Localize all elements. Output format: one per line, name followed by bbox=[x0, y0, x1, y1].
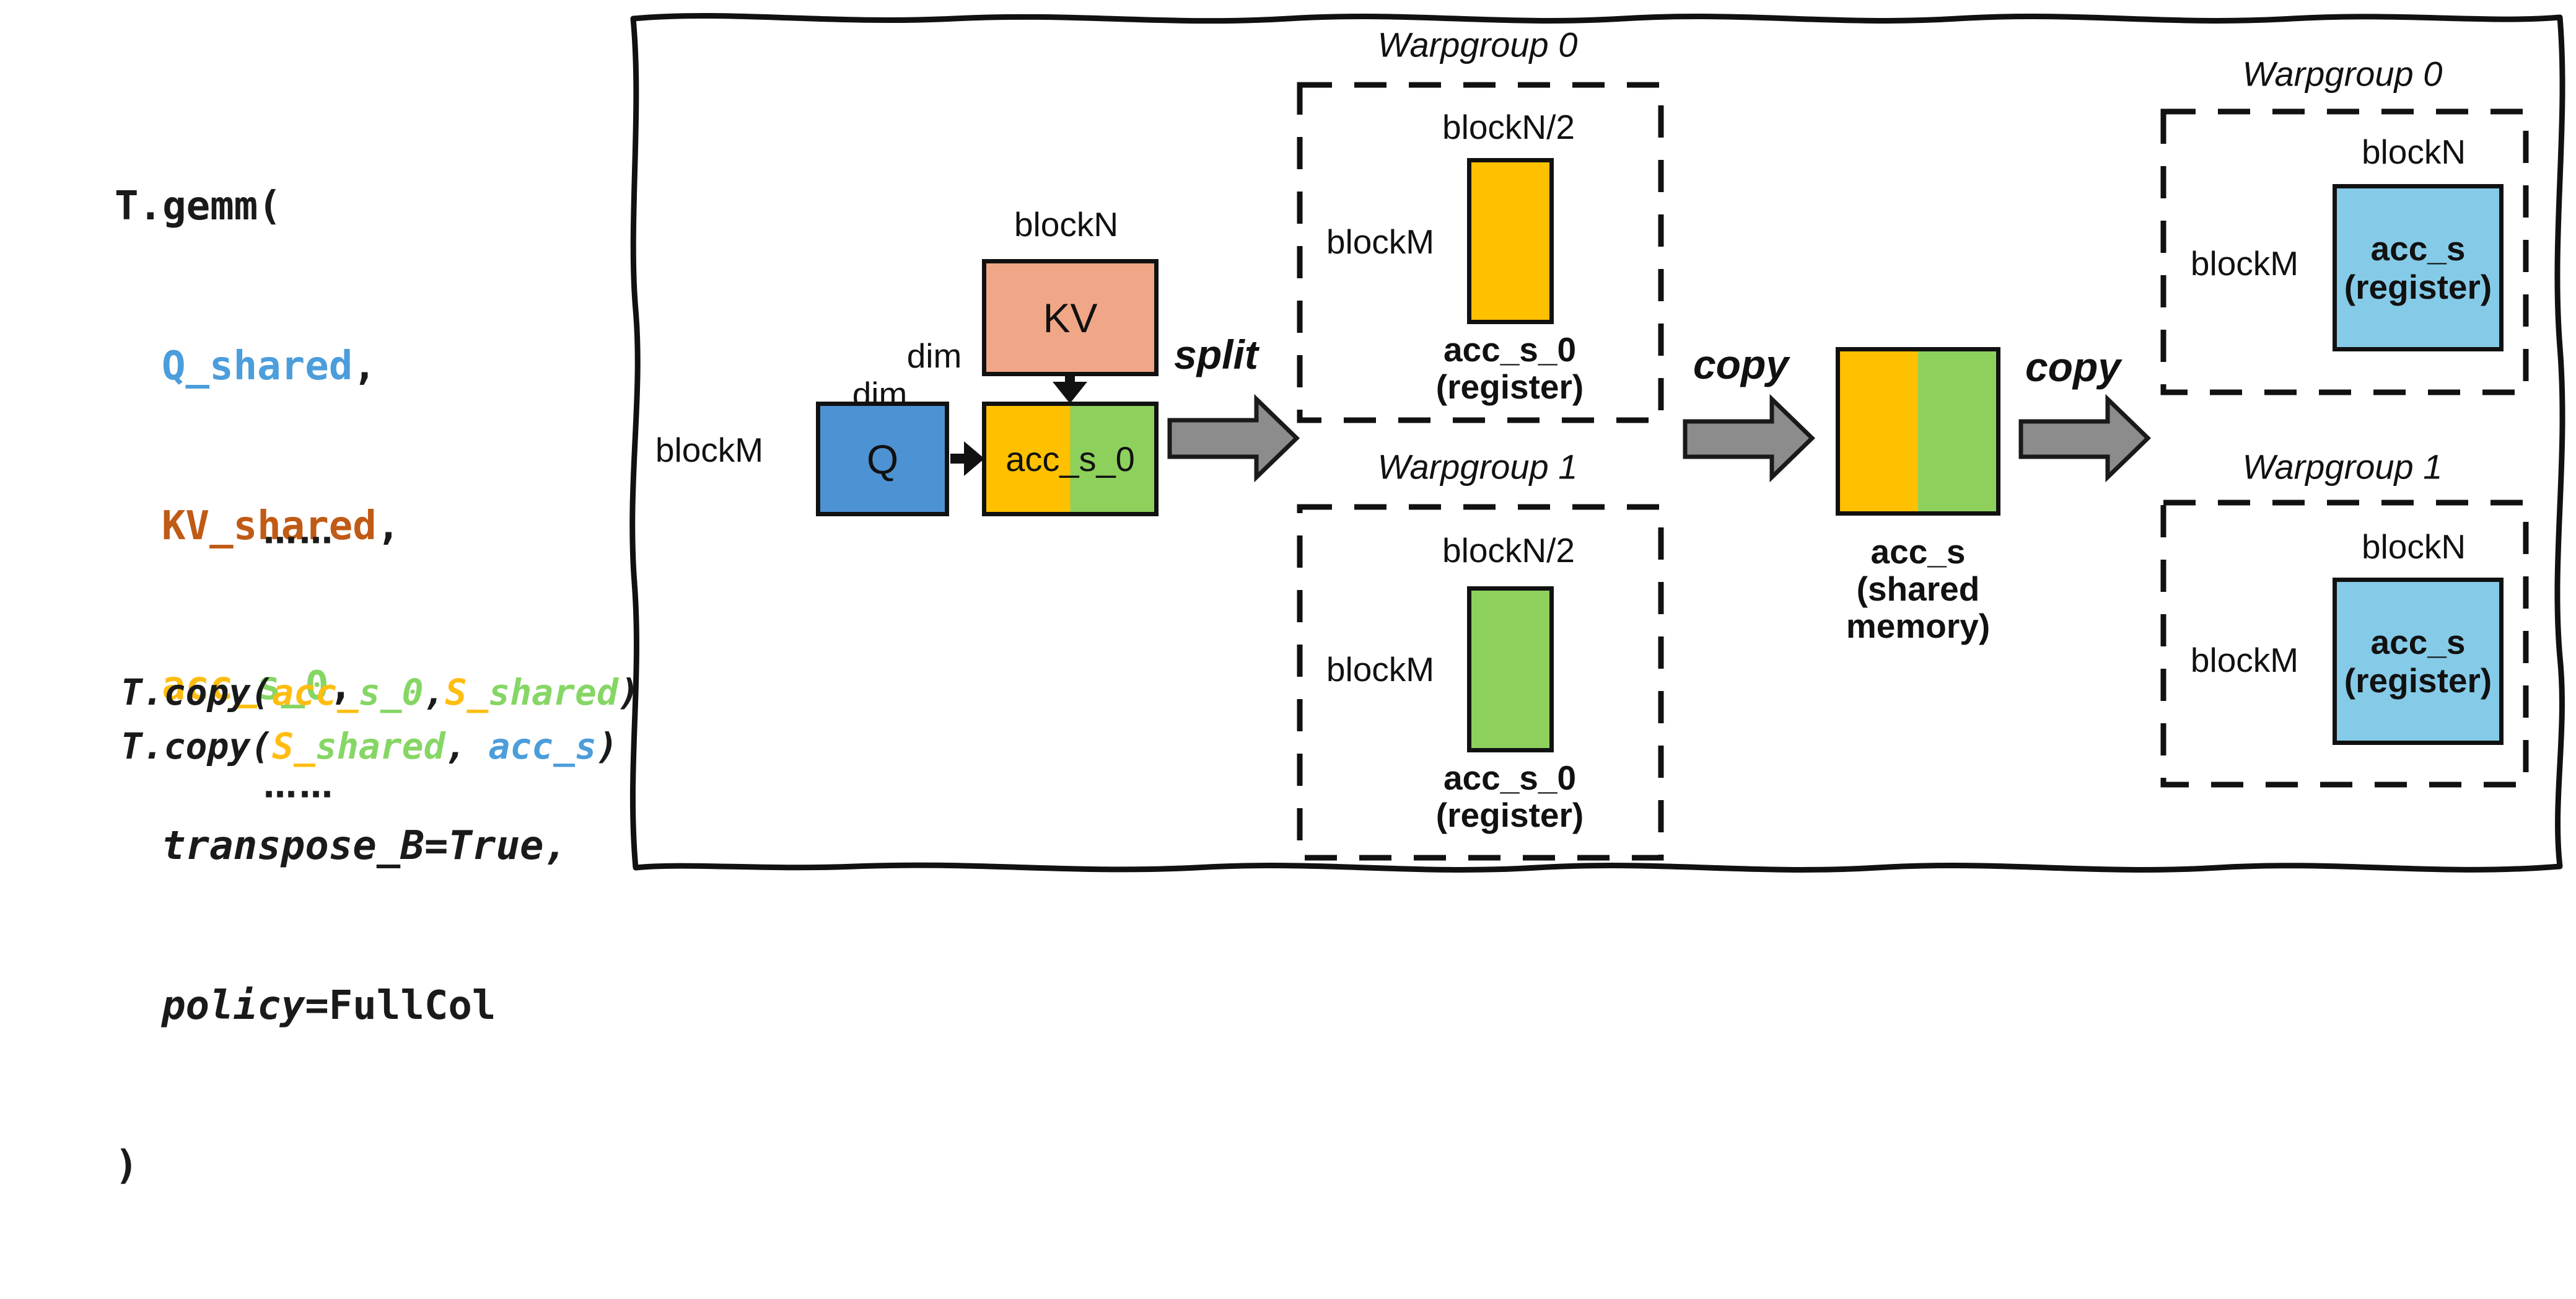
tensor-location: (register) bbox=[2344, 268, 2492, 306]
copy-arrow-1-icon bbox=[1683, 394, 1816, 483]
right-warpgroup1-title: Warpgroup 1 bbox=[2242, 447, 2443, 487]
split-arrow-icon bbox=[1167, 394, 1300, 483]
right-wg1-acc-box: acc_s (register) bbox=[2333, 578, 2504, 745]
split-label: split bbox=[1174, 332, 1258, 377]
tensor-name: acc_s bbox=[1870, 532, 1966, 571]
right-warpgroup0-title: Warpgroup 0 bbox=[2242, 54, 2443, 94]
code-line: acc_s_0, bbox=[162, 663, 353, 709]
right-warpgroup1-dashed-box bbox=[2160, 500, 2529, 788]
mid-wg1-blockN2-label: blockN/2 bbox=[1442, 531, 1575, 570]
code-line: ) bbox=[115, 1143, 139, 1189]
tensor-location: (register) bbox=[1435, 796, 1584, 834]
label-blockN: blockN bbox=[1014, 205, 1119, 244]
mid-warpgroup1-dashed-box bbox=[1297, 504, 1664, 861]
figure-canvas: T.gemm( Q_shared, KV_shared, acc_s_0, tr… bbox=[115, 13, 2565, 1189]
code-ellipsis-2: …… bbox=[263, 766, 335, 806]
code-line: policy=FullCol bbox=[162, 983, 496, 1029]
mid-wg1-blockM-label: blockM bbox=[1326, 650, 1435, 689]
code-line: Q_shared, bbox=[162, 343, 377, 389]
tensor-name: acc_s_0 bbox=[1443, 759, 1577, 797]
copy-label-1: copy bbox=[1693, 341, 1789, 387]
acc-s-0-box: acc_s_0 bbox=[982, 402, 1159, 516]
right-wg0-acc-label: acc_s (register) bbox=[2337, 188, 2499, 347]
mid-wg1-acc-bar bbox=[1467, 586, 1554, 752]
mid-warpgroup1-title: Warpgroup 1 bbox=[1377, 447, 1578, 487]
tensor-location: (register) bbox=[1435, 368, 1584, 406]
right-wg0-blockM-label: blockM bbox=[2190, 244, 2299, 283]
tensor-name: acc_s bbox=[2370, 229, 2466, 268]
code-ellipsis-1: …… bbox=[263, 512, 335, 552]
tensor-location-line2: memory) bbox=[1846, 607, 1991, 645]
mid-warpgroup0-title: Warpgroup 0 bbox=[1377, 25, 1578, 64]
tensor-location: (register) bbox=[2344, 661, 2492, 700]
code-line-copy-1: T.copy(acc_s_0,S_shared) bbox=[120, 671, 640, 713]
mid-wg0-tensor-label: acc_s_0 (register) bbox=[1436, 331, 1584, 405]
right-wg1-blockM-label: blockM bbox=[2190, 641, 2299, 679]
acc-s-0-box-label: acc_s_0 bbox=[1005, 439, 1135, 478]
code-line: transpose_B=True, bbox=[162, 823, 568, 869]
mid-wg0-acc-bar bbox=[1467, 158, 1554, 324]
kv-box: KV bbox=[982, 259, 1159, 376]
wavy-frame bbox=[629, 13, 2565, 873]
mid-wg0-blockM-label: blockM bbox=[1326, 222, 1435, 261]
mid-wg1-tensor-label: acc_s_0 (register) bbox=[1436, 759, 1584, 834]
tensor-name: acc_s bbox=[2370, 623, 2466, 661]
copy-label-2: copy bbox=[2025, 344, 2121, 390]
tensor-location-line1: (shared bbox=[1856, 570, 1980, 608]
mid-warpgroup0-dashed-box bbox=[1297, 82, 1664, 423]
q-to-acc-arrow-icon bbox=[950, 441, 984, 476]
code-line: KV_shared, bbox=[162, 503, 401, 549]
copy-arrow-2-icon bbox=[2018, 394, 2152, 483]
kv-to-acc-arrow-icon bbox=[1053, 376, 1087, 403]
q-box: Q bbox=[816, 402, 949, 516]
kv-box-label: KV bbox=[1043, 294, 1098, 341]
right-warpgroup0-dashed-box bbox=[2160, 108, 2529, 395]
right-wg1-blockN-label: blockN bbox=[2361, 527, 2466, 566]
code-line: T.gemm( bbox=[115, 183, 282, 229]
tensor-name: acc_s_0 bbox=[1443, 330, 1577, 369]
diagram-graphics-layer bbox=[629, 13, 2565, 873]
right-wg1-acc-label: acc_s (register) bbox=[2337, 582, 2499, 741]
right-wg0-blockN-label: blockN bbox=[2361, 133, 2466, 171]
right-wg0-acc-box: acc_s (register) bbox=[2333, 184, 2504, 351]
acc-s-shared-box bbox=[1836, 347, 2000, 516]
mid-wg0-blockN2-label: blockN/2 bbox=[1442, 108, 1575, 146]
label-dim-kv: dim bbox=[906, 337, 962, 375]
acc-s-shared-label: acc_s (shared memory) bbox=[1846, 533, 1990, 645]
code-line-copy-2: T.copy(S_shared, acc_s) bbox=[120, 725, 618, 767]
label-blockM-matmul: blockM bbox=[655, 431, 764, 469]
q-box-label: Q bbox=[866, 436, 899, 482]
